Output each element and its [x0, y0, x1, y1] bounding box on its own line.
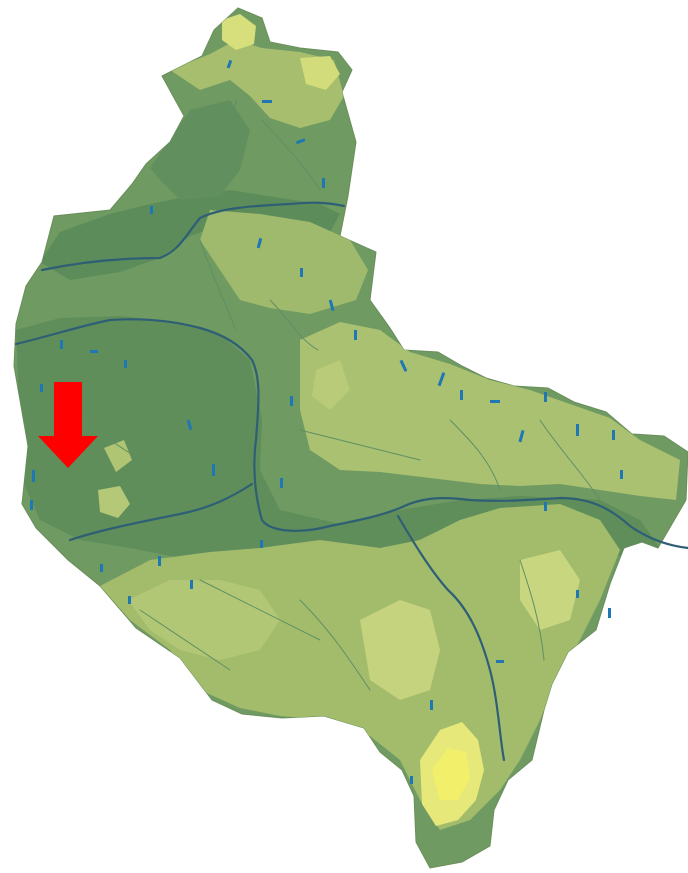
stream: [119, 359, 211, 421]
highland-patch-west-2: [104, 440, 132, 472]
stream: [449, 419, 501, 491]
lake: [410, 776, 413, 784]
lake: [328, 299, 335, 312]
stream: [199, 579, 321, 641]
lake: [212, 464, 215, 476]
lake: [60, 340, 63, 349]
stream: [539, 419, 601, 501]
river-main: [14, 318, 688, 550]
lake: [32, 470, 35, 482]
upland-zone-north: [170, 40, 344, 128]
lake: [290, 396, 293, 406]
lake: [322, 178, 325, 188]
lake: [100, 564, 103, 572]
lake: [437, 372, 446, 387]
arrow-down-icon: [38, 382, 98, 468]
river-north: [40, 201, 346, 272]
lakes: [30, 59, 623, 784]
lake: [40, 384, 43, 392]
lake: [295, 138, 306, 145]
lake: [354, 330, 357, 340]
lake: [612, 430, 615, 440]
river-southwest: [68, 482, 254, 542]
lake: [490, 400, 500, 403]
lowland-zone-north: [40, 190, 340, 280]
lake: [576, 590, 579, 598]
stream: [519, 559, 545, 661]
lake: [544, 502, 547, 511]
upland-zone-central: [200, 210, 368, 314]
lake: [518, 429, 525, 443]
stream: [299, 599, 371, 691]
highland-zone-north: [222, 14, 256, 50]
lake: [544, 392, 547, 402]
stream: [269, 299, 319, 351]
lake: [226, 59, 233, 69]
lake: [620, 470, 623, 479]
upland-zone-east: [300, 322, 680, 500]
highland-patch-east: [312, 360, 350, 410]
stream: [79, 419, 171, 481]
highland-patch-west: [98, 486, 130, 518]
region-map: [13, 7, 688, 869]
stream: [221, 99, 237, 197]
lake: [150, 206, 153, 214]
lake: [186, 419, 193, 431]
lake: [496, 660, 504, 663]
lowland-zone-west: [16, 316, 660, 570]
lake: [90, 350, 98, 353]
lake: [280, 478, 283, 488]
lake: [190, 580, 193, 589]
upland-zone-southwest: [128, 580, 280, 660]
stream: [261, 119, 321, 191]
marker-arrow: [38, 382, 98, 468]
river-south: [396, 514, 506, 762]
lake: [124, 360, 127, 368]
lake: [576, 424, 579, 436]
lake: [30, 500, 33, 510]
main-rivers: [14, 201, 688, 762]
highland-zone-south: [360, 600, 440, 700]
lake: [608, 608, 611, 618]
tributary-streams: [79, 99, 601, 691]
lake: [256, 237, 263, 249]
peak-zone-south-core: [432, 748, 470, 800]
stream: [139, 609, 231, 671]
lake: [460, 390, 463, 400]
lake: [158, 556, 161, 566]
stream: [299, 429, 421, 461]
lake: [128, 596, 131, 604]
lake: [262, 100, 272, 103]
lake: [300, 268, 303, 277]
lake: [430, 700, 433, 710]
highland-patch-north-east: [300, 56, 340, 90]
lake: [399, 359, 408, 372]
stream: [199, 239, 237, 331]
lake: [260, 540, 263, 548]
